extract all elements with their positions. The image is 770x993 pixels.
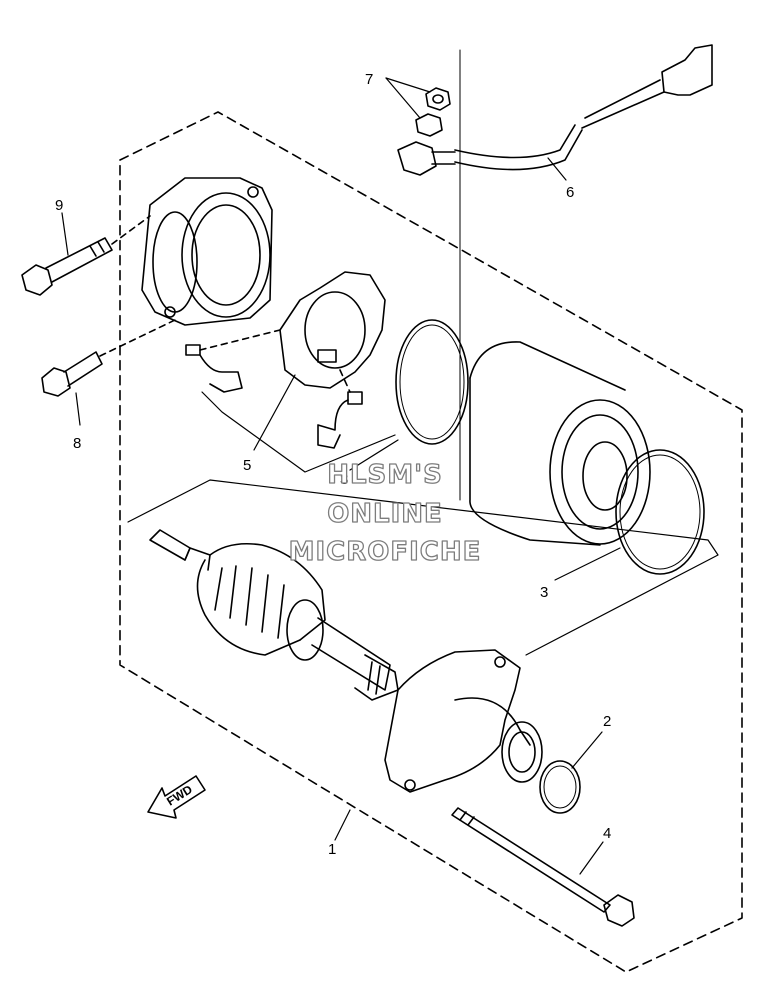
brush-bracket [201,391,396,473]
brush-right [317,391,363,449]
rear-cover [384,649,543,793]
callout-6: 6 [566,184,574,201]
bolt-9 [21,237,113,296]
nut-lower [415,113,443,137]
watermark-line2: ONLINE [327,499,443,529]
bolt-8 [41,351,103,397]
brush-left [185,344,243,393]
leader-2 [571,731,603,769]
fwd-arrow [147,775,206,819]
assembly-outline [119,111,743,973]
leader-9b [61,212,69,256]
yoke [469,341,651,546]
o-ring-rear [615,449,705,575]
leader-7a [385,77,431,93]
leader-5 [253,374,296,451]
leader-3-lower [554,547,621,581]
callout-5: 5 [243,457,251,474]
o-ring-upper [395,319,469,445]
brush-dash-2 [339,369,351,393]
nut-upper [425,87,451,111]
callout-1: 1 [328,841,336,858]
callout-3-lower: 3 [540,584,548,601]
callout-7: 7 [365,71,373,88]
callout-4: 4 [603,825,611,842]
watermark: HLSM'S ONLINE MICROFICHE [288,459,482,567]
leader-4 [579,841,604,875]
front-cover [141,177,273,326]
watermark-line3: MICROFICHE [289,537,482,567]
callout-8: 8 [73,435,81,452]
wire-lead [397,44,713,176]
callout-2: 2 [603,713,611,730]
callout-3-upper: 3 [340,471,348,488]
leader-6 [547,157,567,181]
brush-plate [279,271,386,389]
o-ring-small [539,760,581,814]
long-bolt [451,807,635,927]
brush-dash-1 [199,329,281,351]
callout-9: 9 [55,197,63,214]
leader-3-upper [349,439,399,471]
leader-7b [385,77,421,119]
watermark-line1: HLSM'S [327,460,443,490]
leader-8a [99,319,176,357]
leader-9a [111,215,151,245]
armature [149,529,399,701]
armature-bracket [127,479,719,656]
leader-8b [75,392,81,426]
leader-1 [334,809,351,841]
